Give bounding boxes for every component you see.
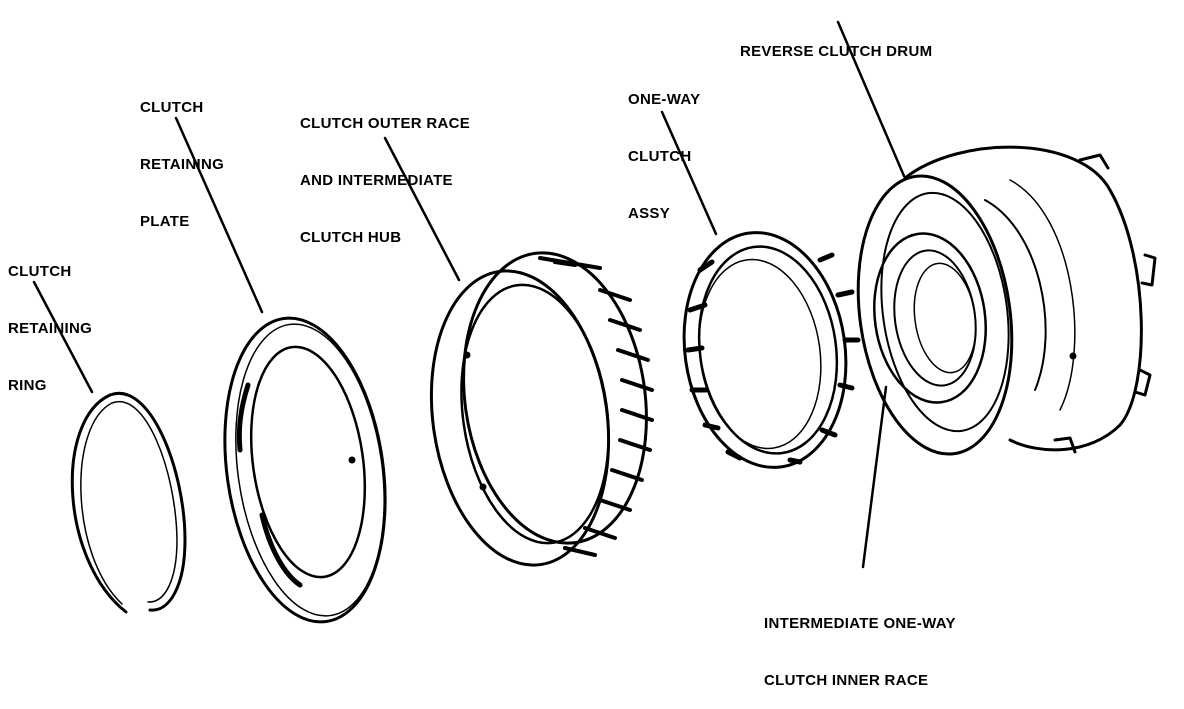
label-clutch-retaining-ring: CLUTCH RETAINING RING <box>8 263 93 394</box>
label-reverse-clutch-drum: REVERSE CLUTCH DRUM <box>740 43 933 60</box>
leader-retaining-plate <box>174 116 264 314</box>
label-clutch-outer-race: CLUTCH OUTER RACE AND INTERMEDIATE CLUTC… <box>300 115 471 246</box>
reverse-clutch-drum <box>856 145 1157 456</box>
leader-outer-race <box>383 136 461 282</box>
clutch-retaining-ring <box>70 391 187 614</box>
leader-inner-race <box>861 385 888 569</box>
label-one-way-clutch-assy: ONE-WAY CLUTCH ASSY <box>628 91 701 222</box>
one-way-clutch-assy <box>682 231 861 469</box>
clutch-outer-race <box>429 251 654 567</box>
label-intermediate-inner-race: INTERMEDIATE ONE-WAY CLUTCH INNER RACE <box>764 615 956 689</box>
leader-retaining-ring <box>32 280 94 394</box>
label-clutch-retaining-plate: CLUTCH RETAINING PLATE <box>140 99 225 230</box>
leader-reverse-drum <box>836 20 906 178</box>
leader-lines <box>32 20 906 569</box>
exploded-diagram <box>32 20 1157 624</box>
leader-one-way-clutch <box>660 110 718 236</box>
clutch-retaining-plate <box>223 316 387 624</box>
